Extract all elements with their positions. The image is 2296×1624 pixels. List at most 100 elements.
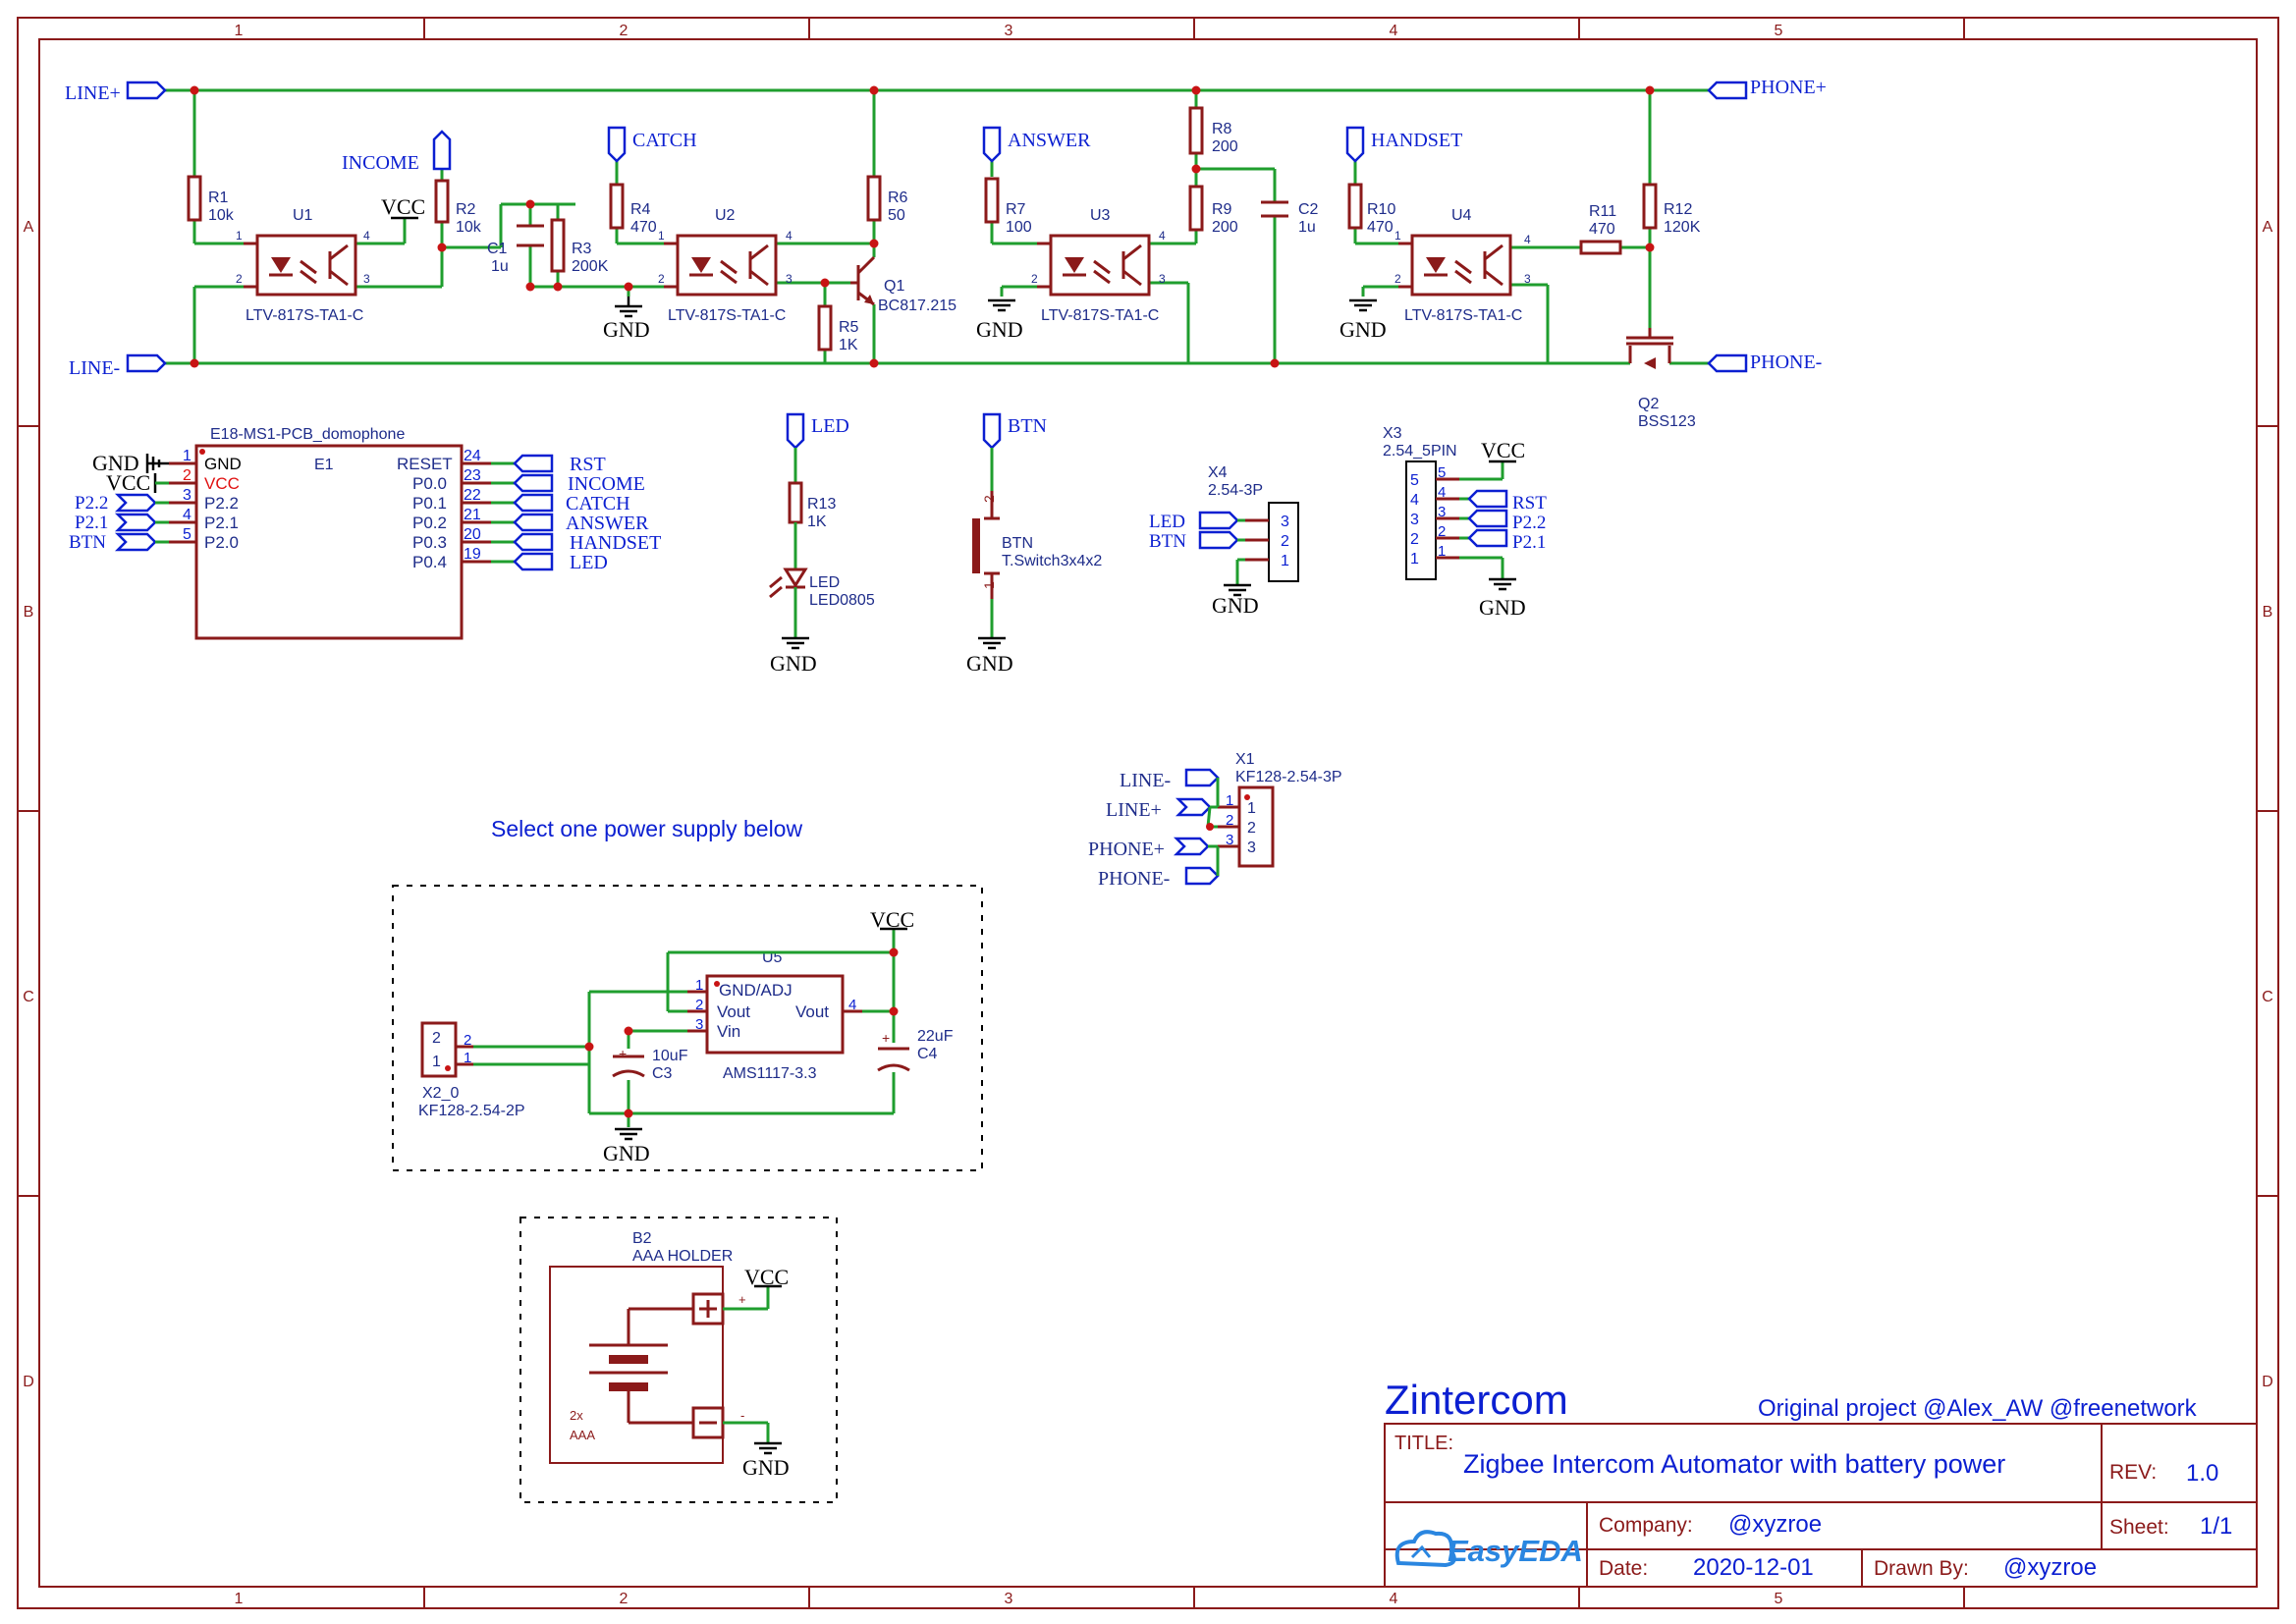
svg-text:2020-12-01: 2020-12-01 — [1693, 1554, 1814, 1581]
svg-text:200: 200 — [1212, 219, 1238, 236]
svg-text:P2.1: P2.1 — [1512, 532, 1546, 553]
svg-text:2: 2 — [695, 997, 703, 1013]
svg-text:R11: R11 — [1589, 203, 1616, 220]
svg-text:1/1: 1/1 — [2200, 1513, 2232, 1540]
catch-port: CATCH — [607, 126, 697, 163]
row-label: D — [23, 1374, 34, 1390]
col-label: 3 — [1005, 1591, 1013, 1607]
svg-text:GND: GND — [770, 651, 817, 676]
svg-text:1.0: 1.0 — [2186, 1460, 2218, 1487]
income-port: INCOME — [342, 130, 452, 174]
svg-text:100: 100 — [1006, 219, 1032, 236]
svg-text:1: 1 — [1394, 229, 1401, 243]
svg-text:3: 3 — [695, 1016, 703, 1033]
svg-text:BTN: BTN — [69, 532, 106, 553]
svg-text:3: 3 — [1281, 514, 1289, 530]
module-e1: E18-MS1-PCB_domophone E1 1 2 3 4 5 GND V… — [169, 426, 491, 640]
svg-text:3: 3 — [183, 487, 191, 504]
svg-text:1K: 1K — [807, 514, 827, 530]
svg-text:4: 4 — [1438, 484, 1446, 501]
svg-text:RESET: RESET — [397, 455, 453, 473]
svg-text:2: 2 — [1226, 812, 1233, 829]
svg-text:4: 4 — [1524, 233, 1531, 246]
svg-text:INCOME: INCOME — [342, 152, 419, 174]
col-label: 5 — [1775, 23, 1783, 39]
svg-text:P2.2: P2.2 — [75, 493, 108, 514]
svg-text:LED: LED — [1149, 512, 1185, 532]
svg-text:B2: B2 — [632, 1230, 652, 1247]
svg-text:U3: U3 — [1090, 207, 1111, 224]
mosfet-q2: Q2 BSS123 — [1611, 328, 1696, 430]
gnd-symbol-u4: GND — [1339, 287, 1387, 342]
svg-text:BSS123: BSS123 — [1638, 413, 1696, 430]
junctions — [190, 85, 1655, 368]
svg-text:ANSWER: ANSWER — [1008, 130, 1091, 151]
svg-text:3: 3 — [1524, 272, 1531, 286]
svg-text:470: 470 — [630, 219, 657, 236]
svg-text:5: 5 — [1410, 472, 1419, 489]
resistor-r8: R8 200 — [1188, 106, 1238, 155]
svg-text:LED: LED — [811, 415, 849, 437]
svg-text:1: 1 — [1247, 800, 1256, 817]
svg-text:4: 4 — [786, 229, 793, 243]
svg-text:1: 1 — [432, 1054, 441, 1070]
svg-text:C2: C2 — [1298, 201, 1319, 218]
svg-text:P2.2: P2.2 — [1512, 513, 1546, 533]
svg-text:INCOME: INCOME — [568, 473, 645, 495]
svg-text:LINE-: LINE- — [69, 357, 120, 379]
capacitor-c2: C2 1u — [1261, 200, 1319, 236]
svg-text:10k: 10k — [456, 219, 482, 236]
svg-text:@xyzroe: @xyzroe — [2003, 1554, 2097, 1581]
svg-text:LED: LED — [809, 574, 840, 591]
svg-text:4: 4 — [1159, 229, 1166, 243]
svg-text:P2.2: P2.2 — [204, 494, 239, 513]
e1-right-nets: RST INCOME CATCH ANSWER HANDSET LED — [491, 454, 661, 573]
svg-text:X2_0: X2_0 — [422, 1085, 459, 1102]
col-label: 5 — [1775, 1591, 1783, 1607]
svg-text:Sheet:: Sheet: — [2109, 1516, 2169, 1539]
svg-text:2: 2 — [1031, 272, 1038, 286]
svg-text:HANDSET: HANDSET — [1371, 130, 1462, 151]
svg-text:C3: C3 — [652, 1065, 673, 1082]
resistor-r3: R3 200K — [550, 218, 609, 275]
svg-text:LTV-817S-TA1-C: LTV-817S-TA1-C — [246, 307, 363, 324]
sheet-frame — [17, 17, 2279, 1609]
phone-plus-port: PHONE+ — [1707, 77, 1827, 100]
resistor-r9: R9 200 — [1188, 185, 1238, 236]
row-label: B — [2263, 604, 2273, 621]
svg-text:PHONE+: PHONE+ — [1088, 839, 1165, 860]
optocoupler-u4: 1 2 4 3 U4 LTV-817S-TA1-C — [1394, 207, 1531, 324]
row-label: A — [2263, 219, 2273, 236]
svg-text:50: 50 — [888, 207, 905, 224]
svg-text:VCC: VCC — [381, 194, 425, 219]
svg-text:470: 470 — [1589, 221, 1615, 238]
svg-text:E18-MS1-PCB_domophone: E18-MS1-PCB_domophone — [210, 426, 405, 443]
svg-text:@xyzroe: @xyzroe — [1728, 1511, 1822, 1538]
resistor-r1: R1 10k — [187, 175, 235, 224]
svg-text:VCC: VCC — [1481, 438, 1525, 462]
row-label: C — [2262, 989, 2273, 1005]
svg-text:Drawn By:: Drawn By: — [1874, 1557, 1969, 1580]
svg-text:1: 1 — [1410, 551, 1419, 568]
svg-text:1u: 1u — [491, 258, 509, 275]
svg-text:+: + — [619, 1046, 627, 1061]
svg-text:LED0805: LED0805 — [809, 592, 875, 609]
svg-text:KF128-2.54-3P: KF128-2.54-3P — [1235, 769, 1342, 785]
svg-text:R10: R10 — [1367, 201, 1395, 218]
svg-text:1: 1 — [981, 581, 997, 589]
button-circuit: BTN 2 1 BTN T.Switch3x4x2 GND — [966, 412, 1102, 676]
svg-text:GND: GND — [92, 451, 139, 475]
svg-text:3: 3 — [1410, 512, 1419, 528]
project-name: Zintercom — [1385, 1377, 1568, 1423]
svg-text:R9: R9 — [1212, 201, 1232, 218]
svg-text:2.54-3P: 2.54-3P — [1208, 482, 1263, 499]
frame-labels: 1 2 3 4 5 1 2 3 4 5 A B C D A B C D — [23, 23, 2273, 1607]
svg-text:22uF: 22uF — [917, 1028, 954, 1045]
svg-text:C4: C4 — [917, 1046, 938, 1062]
svg-text:VCC: VCC — [106, 470, 150, 495]
connector-x4: X4 2.54-3P 3 2 1 LED BTN GND — [1149, 464, 1299, 618]
svg-text:GND/ADJ: GND/ADJ — [719, 981, 793, 1000]
vcc-symbol-u1: VCC — [381, 194, 425, 244]
regulator-section: 2 1 2 1 X2_0 KF128-2.54-2P U5 GND/ADJ Vo… — [392, 885, 983, 1171]
row-label: A — [24, 219, 34, 236]
